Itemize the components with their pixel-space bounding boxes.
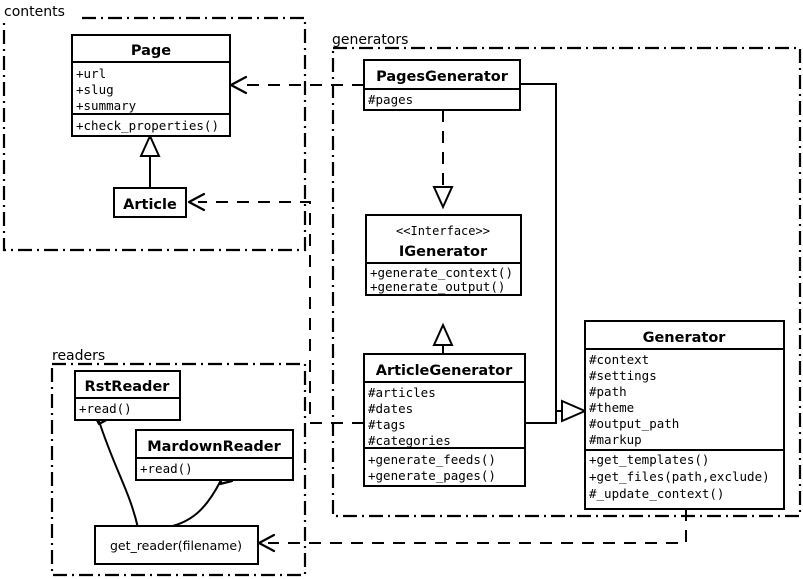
class-generator-attribute-0: #context (589, 352, 649, 367)
rel-articlegenerator-uses-article-arrowhead (187, 192, 206, 212)
class-article-generator-method-1: +generate_pages() (368, 468, 496, 483)
rel-get-reader-uses-rstreader-line (98, 420, 139, 529)
package-readers-label: readers (52, 348, 105, 364)
class-generator-method-1: +get_files(path,exclude) (589, 469, 770, 484)
rel-get-reader-uses-mardownreader-line (162, 479, 222, 529)
class-generator-attribute-3: #theme (589, 400, 634, 415)
class-generator-attribute-5: #markup (589, 432, 642, 447)
function-get-reader-label: get_reader(filename) (110, 538, 242, 553)
class-article-generator-box[interactable] (363, 353, 526, 487)
class-igenerator[interactable]: <<Interface>> IGenerator +generate_conte… (365, 214, 522, 296)
rel-pagesgenerator-uses-page (229, 75, 364, 95)
class-page-attribute-2: +summary (76, 98, 137, 113)
rel-pagesgenerator-realizes-igenerator (432, 110, 454, 210)
class-article-generator-method-0: +generate_feeds() (368, 452, 496, 467)
class-article[interactable]: Article (113, 187, 187, 218)
class-page-attribute-0: +url (76, 66, 106, 81)
rel-get-reader-uses-rstreader (88, 404, 139, 529)
rel-pagesgenerator-uses-page-arrowhead (229, 75, 248, 95)
class-rst-reader[interactable]: RstReader +read() (74, 370, 181, 421)
package-generators-label-bg (330, 28, 422, 46)
class-article-generator-attribute-1: #dates (368, 401, 413, 416)
class-article-generator-attribute-0: #articles (368, 385, 436, 400)
class-mardown-reader-box[interactable] (135, 429, 294, 481)
class-igenerator-method-1: +generate_output() (370, 279, 505, 294)
class-igenerator-title: IGenerator (399, 244, 488, 260)
rel-articlegenerator-uses-article (187, 192, 364, 424)
class-pages-generator[interactable]: PagesGenerator #pages (363, 59, 521, 111)
class-article-generator[interactable]: ArticleGenerator #articles #dates #tags … (363, 353, 526, 487)
class-article-generator-attribute-2: #tags (368, 417, 406, 432)
function-get-reader-box[interactable] (94, 525, 259, 565)
class-igenerator-box[interactable] (365, 214, 522, 296)
class-generator-attribute-2: #path (589, 384, 627, 399)
rel-generator-uses-get-reader-line (268, 509, 687, 544)
package-readers-label-bg (49, 344, 119, 362)
class-article-title: Article (123, 197, 177, 213)
class-generator-method-0: +get_templates() (589, 452, 709, 467)
class-igenerator-stereotype: <<Interface>> (396, 224, 490, 238)
class-article-box[interactable] (113, 187, 187, 218)
rel-generator-uses-get-reader (257, 509, 687, 553)
class-page-method-0: +check_properties() (76, 118, 219, 133)
package-contents-label-bg (0, 4, 78, 21)
class-igenerator-method-0: +generate_context() (370, 265, 513, 280)
class-page[interactable]: Page +url +slug +summary +check_properti… (71, 34, 231, 137)
package-generators: generators (330, 28, 802, 518)
package-readers-border (50, 362, 307, 577)
rel-pagesgenerator-inherits-generator (520, 83, 561, 412)
rel-generator-inheritance-arrowhead (561, 399, 588, 423)
rel-pagesgenerator-realizes-igenerator-arrowhead (432, 186, 454, 210)
class-page-box[interactable] (71, 34, 231, 137)
class-pages-generator-title: PagesGenerator (376, 69, 509, 85)
class-rst-reader-box[interactable] (74, 370, 181, 421)
rel-pagesgenerator-inherits-generator-line (520, 83, 561, 412)
class-mardown-reader-title: MardownReader (147, 439, 281, 455)
rel-articlegenerator-inherits-igenerator (432, 322, 454, 355)
package-generators-label: generators (332, 32, 408, 48)
rel-articlegenerator-uses-article-line (198, 201, 364, 424)
class-generator-attribute-1: #settings (589, 368, 657, 383)
class-mardown-reader-method-0: +read() (140, 461, 193, 476)
class-article-generator-attribute-3: #categories (368, 433, 451, 448)
package-contents-border (2, 16, 307, 252)
class-pages-generator-attribute-0: #pages (368, 92, 413, 107)
package-readers: readers (49, 344, 307, 577)
package-contents-label: contents (4, 4, 65, 20)
rel-article-inherits-page-arrowhead (139, 133, 161, 157)
class-pages-generator-box[interactable] (363, 59, 521, 111)
function-get-reader[interactable]: get_reader(filename) (94, 525, 259, 565)
class-generator[interactable]: Generator #context #settings #path #them… (584, 320, 785, 510)
rel-article-inherits-page (139, 133, 161, 188)
rel-articlegenerator-inherits-generator (525, 399, 588, 424)
class-generator-method-2: #_update_context() (589, 486, 724, 501)
package-contents: contents (0, 4, 307, 252)
class-generator-box[interactable] (584, 320, 785, 510)
class-page-attribute-1: +slug (76, 82, 114, 97)
rel-articlegenerator-inherits-igenerator-arrowhead (432, 322, 454, 346)
class-rst-reader-title: RstReader (85, 379, 171, 395)
class-page-title: Page (131, 43, 171, 59)
class-generator-title: Generator (643, 330, 727, 346)
class-rst-reader-method-0: +read() (79, 401, 132, 416)
class-mardown-reader[interactable]: MardownReader +read() (135, 429, 294, 481)
class-generator-attribute-4: #output_path (589, 416, 679, 431)
rel-articlegenerator-inherits-generator-line (525, 410, 561, 424)
class-article-generator-title: ArticleGenerator (376, 363, 513, 379)
